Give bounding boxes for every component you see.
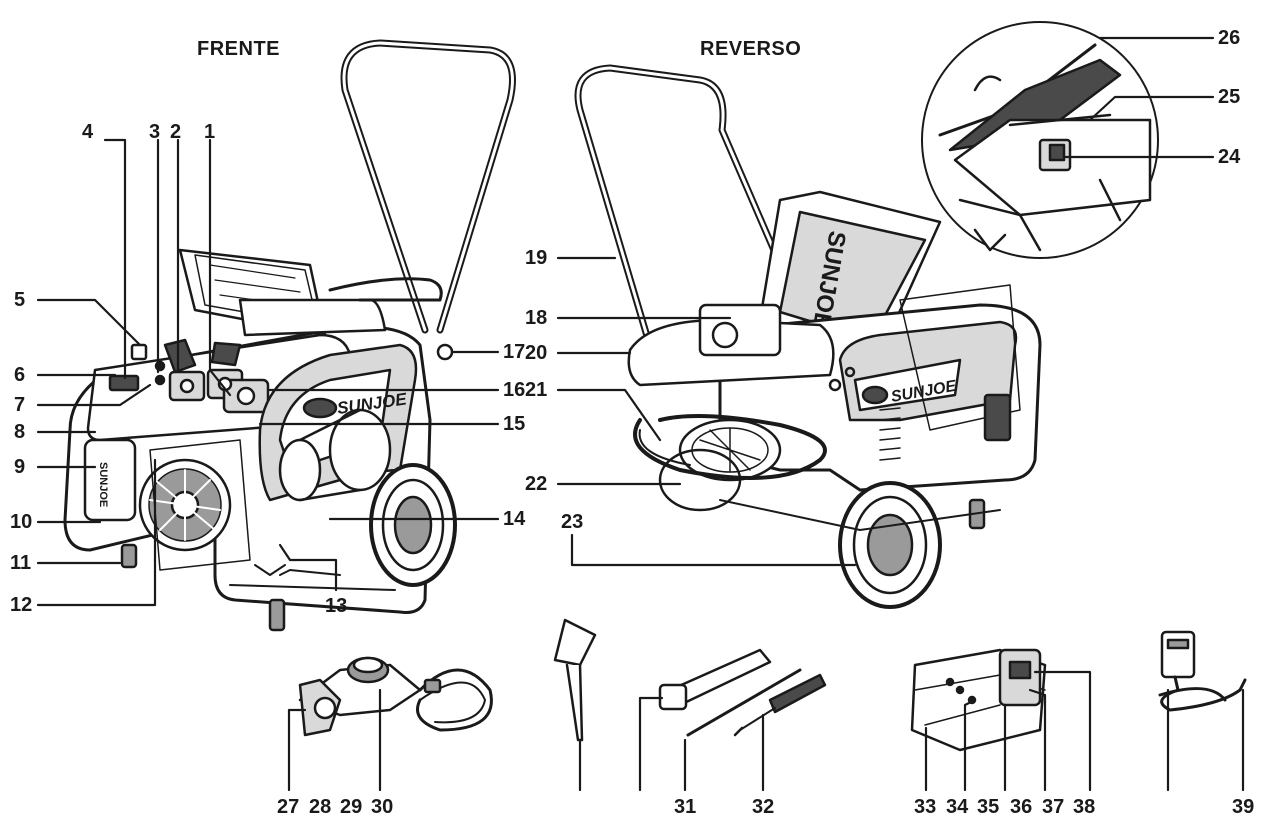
front-generator: SUNJOE SUNJOE [63,39,516,632]
callout-9: 9 [14,456,26,478]
callout-5: 5 [14,289,26,311]
callout-25: 25 [1218,86,1241,108]
callout-35: 35 [977,796,1000,818]
battery-compartment-inset [921,21,1159,259]
callout-21: 21 [525,379,548,401]
callout-28: 28 [309,796,332,818]
callout-14: 14 [503,508,526,530]
front-foot-right [268,598,286,632]
callout-27: 27 [277,796,300,818]
front-view-heading: FRENTE [197,38,280,60]
spark-plug-wrench [658,648,802,737]
callout-29: 29 [340,796,363,818]
back-generator: SUNJOE SUNJOE [574,64,1042,609]
propane-regulator [298,656,493,737]
callout-20: 20 [525,342,548,364]
callout-38: 38 [1073,796,1096,818]
callout-37: 37 [1042,796,1065,818]
callout-4: 4 [82,121,94,143]
callout-33: 33 [914,796,937,818]
callout-1: 1 [204,121,216,143]
battery-pack [910,648,1047,752]
callout-32: 32 [752,796,775,818]
callout-19: 19 [525,247,548,269]
callout-15: 15 [503,413,526,435]
callout-22: 22 [525,473,548,495]
back-view-heading: REVERSO [700,38,802,60]
svg-text:SUNJOE: SUNJOE [97,462,109,507]
callout-3: 3 [149,121,161,143]
battery-charger [1158,630,1247,712]
callout-7: 7 [14,394,26,416]
callout-36: 36 [1010,796,1033,818]
back-hose [633,414,827,480]
screwdriver [733,673,827,737]
callout-23: 23 [561,511,584,533]
callout-8: 8 [14,421,26,443]
callout-11: 11 [10,552,32,574]
callout-12: 12 [10,594,33,616]
callout-26: 26 [1218,27,1241,49]
leader-lines [36,36,1245,792]
callout-24: 24 [1218,146,1241,168]
callout-10: 10 [10,511,33,533]
callout-30: 30 [371,796,394,818]
front-fuel-tank [83,438,137,522]
callout-16: 16 [503,379,526,401]
callout-13: 13 [325,595,348,617]
oil-funnel [553,618,597,742]
front-foot-left [120,543,138,569]
back-vent-grille [879,407,901,461]
callout-17: 17 [503,341,526,363]
callout-39: 39 [1232,796,1255,818]
callout-34: 34 [946,796,969,818]
front-handle [340,39,516,334]
callout-18: 18 [525,307,548,329]
callout-6: 6 [14,364,26,386]
callout-31: 31 [674,796,697,818]
front-alternator [328,408,392,492]
callout-2: 2 [170,121,182,143]
